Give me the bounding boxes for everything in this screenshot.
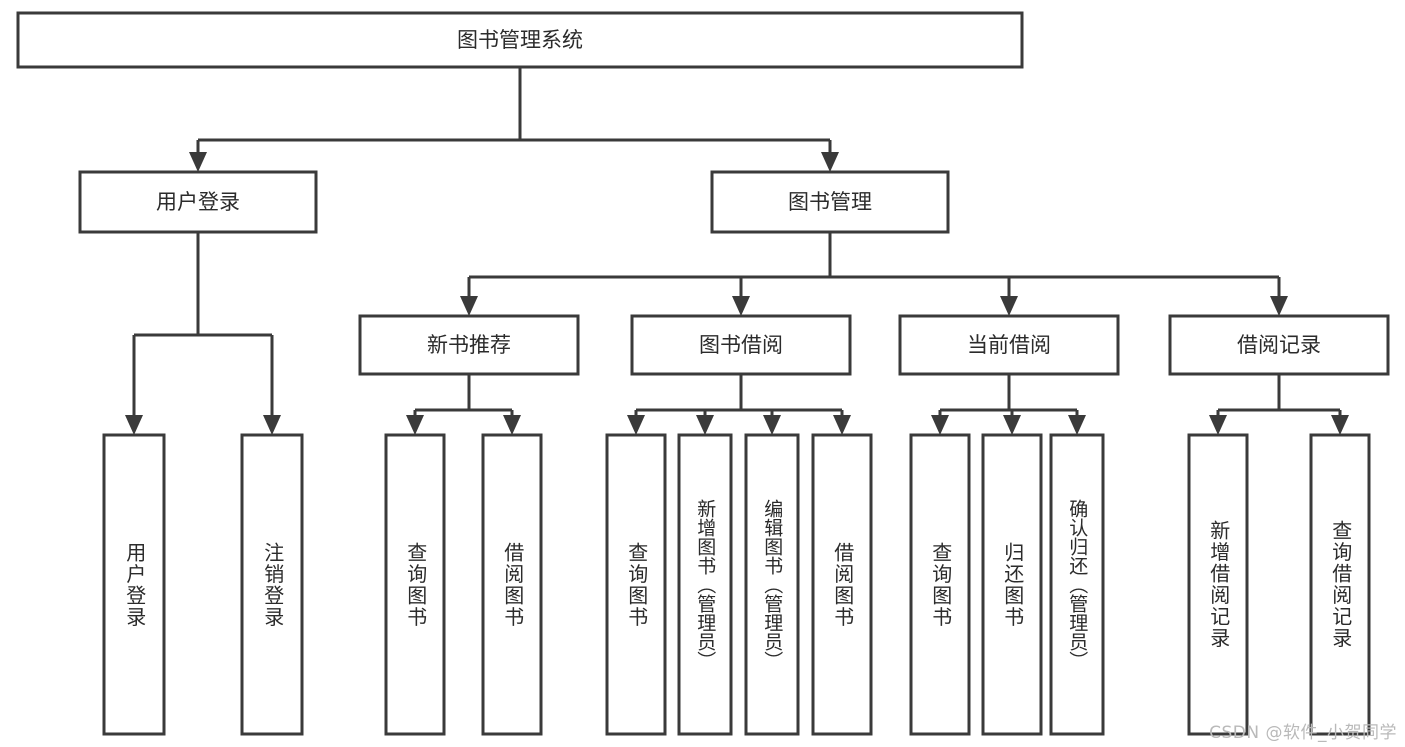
- level3-node-label: 当前借阅: [967, 333, 1051, 357]
- leaf-box[interactable]: [605, 433, 667, 736]
- arrow-head: [627, 415, 645, 435]
- level3-node[interactable]: [1168, 314, 1390, 376]
- leaf-box[interactable]: [481, 433, 543, 736]
- arrow-head: [763, 415, 781, 435]
- level2-node-label: 图书管理: [788, 190, 872, 214]
- leaf-box[interactable]: [102, 433, 166, 736]
- arrow-head: [696, 415, 714, 435]
- arrow-head: [732, 296, 750, 316]
- arrow-head: [1000, 296, 1018, 316]
- leaf-box[interactable]: [1187, 433, 1249, 736]
- arrow-head: [263, 415, 281, 435]
- arrow-head: [931, 415, 949, 435]
- level3-node[interactable]: [630, 314, 852, 376]
- root-node[interactable]: [16, 11, 1024, 69]
- level3-node[interactable]: [358, 314, 580, 376]
- leaf-box[interactable]: [744, 433, 800, 736]
- connector-layer: [125, 67, 1349, 435]
- level3-node-label: 图书借阅: [699, 333, 783, 357]
- arrow-head: [1068, 415, 1086, 435]
- arrow-head: [833, 415, 851, 435]
- arrow-head: [460, 296, 478, 316]
- arrow-head: [503, 415, 521, 435]
- leaf-box[interactable]: [240, 433, 304, 736]
- leaf-box[interactable]: [909, 433, 971, 736]
- level3-node[interactable]: [898, 314, 1120, 376]
- arrow-head: [1270, 296, 1288, 316]
- arrow-head: [406, 415, 424, 435]
- leaf-box[interactable]: [811, 433, 873, 736]
- arrow-head: [1209, 415, 1227, 435]
- leaf-box[interactable]: [384, 433, 446, 736]
- arrow-head: [125, 415, 143, 435]
- leaf-box[interactable]: [1049, 433, 1105, 736]
- leaf-box[interactable]: [1309, 433, 1371, 736]
- leaf-box[interactable]: [981, 433, 1043, 736]
- level3-node-label: 新书推荐: [427, 333, 511, 357]
- arrow-head: [1003, 415, 1021, 435]
- leaf-box[interactable]: [677, 433, 733, 736]
- level3-node-label: 借阅记录: [1237, 333, 1321, 357]
- arrow-head: [821, 152, 839, 172]
- arrow-head: [1331, 415, 1349, 435]
- level2-node[interactable]: [78, 170, 318, 234]
- root-node-label: 图书管理系统: [457, 28, 583, 52]
- level2-node-label: 用户登录: [156, 190, 240, 214]
- level2-node[interactable]: [710, 170, 950, 234]
- arrow-head: [189, 152, 207, 172]
